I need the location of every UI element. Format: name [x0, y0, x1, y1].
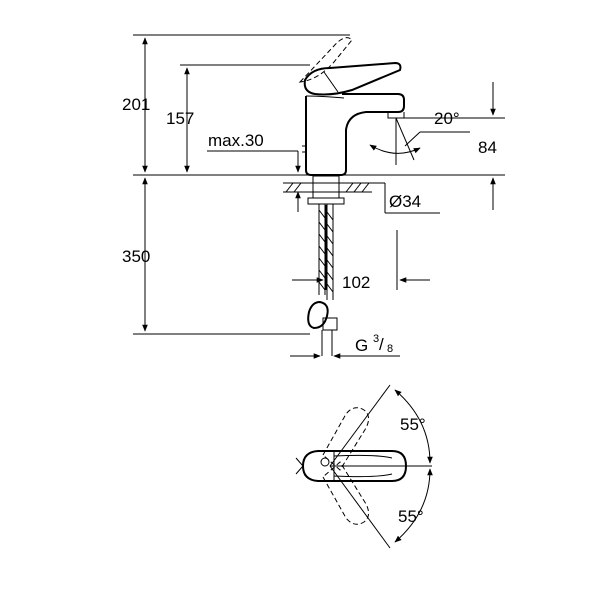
spout-tip — [295, 457, 304, 475]
label-thread-denominator: 8 — [387, 343, 393, 355]
fixing-nut — [307, 197, 345, 205]
hose-fitting-right — [322, 317, 338, 331]
mounting-stud — [312, 175, 340, 199]
faucet-body — [305, 93, 405, 176]
lever-joint — [323, 71, 339, 93]
deck-hatch-3 — [345, 182, 354, 193]
deck-hatch-1 — [285, 182, 294, 193]
rotation-line-upper — [329, 384, 391, 467]
lever-top-view — [301, 450, 408, 482]
label-projection: 102 — [342, 273, 370, 292]
label-rotation-left: 55° — [400, 415, 426, 434]
hose-fitting-left — [307, 300, 329, 330]
lever-indicator — [320, 457, 330, 467]
arc-55-upper — [394, 389, 433, 464]
label-thread-slash: / — [379, 335, 384, 354]
leader-angle-2 — [404, 131, 421, 147]
deck-hatch-5 — [361, 182, 370, 193]
deck-hatch-4 — [353, 182, 362, 193]
label-spout-height: 157 — [166, 109, 194, 128]
lever-rotated-right — [322, 461, 370, 525]
label-thread-numerator: 3 — [373, 333, 379, 345]
label-mount-length: 350 — [122, 247, 150, 266]
label-hole-diameter: Ø34 — [389, 192, 421, 211]
deck-hatch-2 — [293, 182, 302, 193]
arc-55-lower — [394, 468, 433, 543]
label-total-height: 201 — [122, 95, 150, 114]
faucet-shoulder — [305, 95, 345, 99]
lever-top-detail — [333, 451, 393, 481]
supply-hoses — [318, 204, 334, 300]
rotation-line-lower — [329, 465, 391, 549]
lever-rotated-left — [322, 407, 370, 471]
side-view: 201 157 350 max.30 — [122, 34, 505, 359]
label-max-thickness: max.30 — [208, 131, 264, 150]
lever-handle — [303, 61, 402, 96]
label-rotation-right: 55° — [398, 507, 424, 526]
label-outlet-height: 84 — [478, 138, 497, 157]
angle-arc-20 — [369, 144, 421, 154]
label-thread-g: G — [355, 336, 368, 355]
body-detail — [302, 145, 306, 153]
top-view: 55° 55° — [295, 384, 433, 549]
